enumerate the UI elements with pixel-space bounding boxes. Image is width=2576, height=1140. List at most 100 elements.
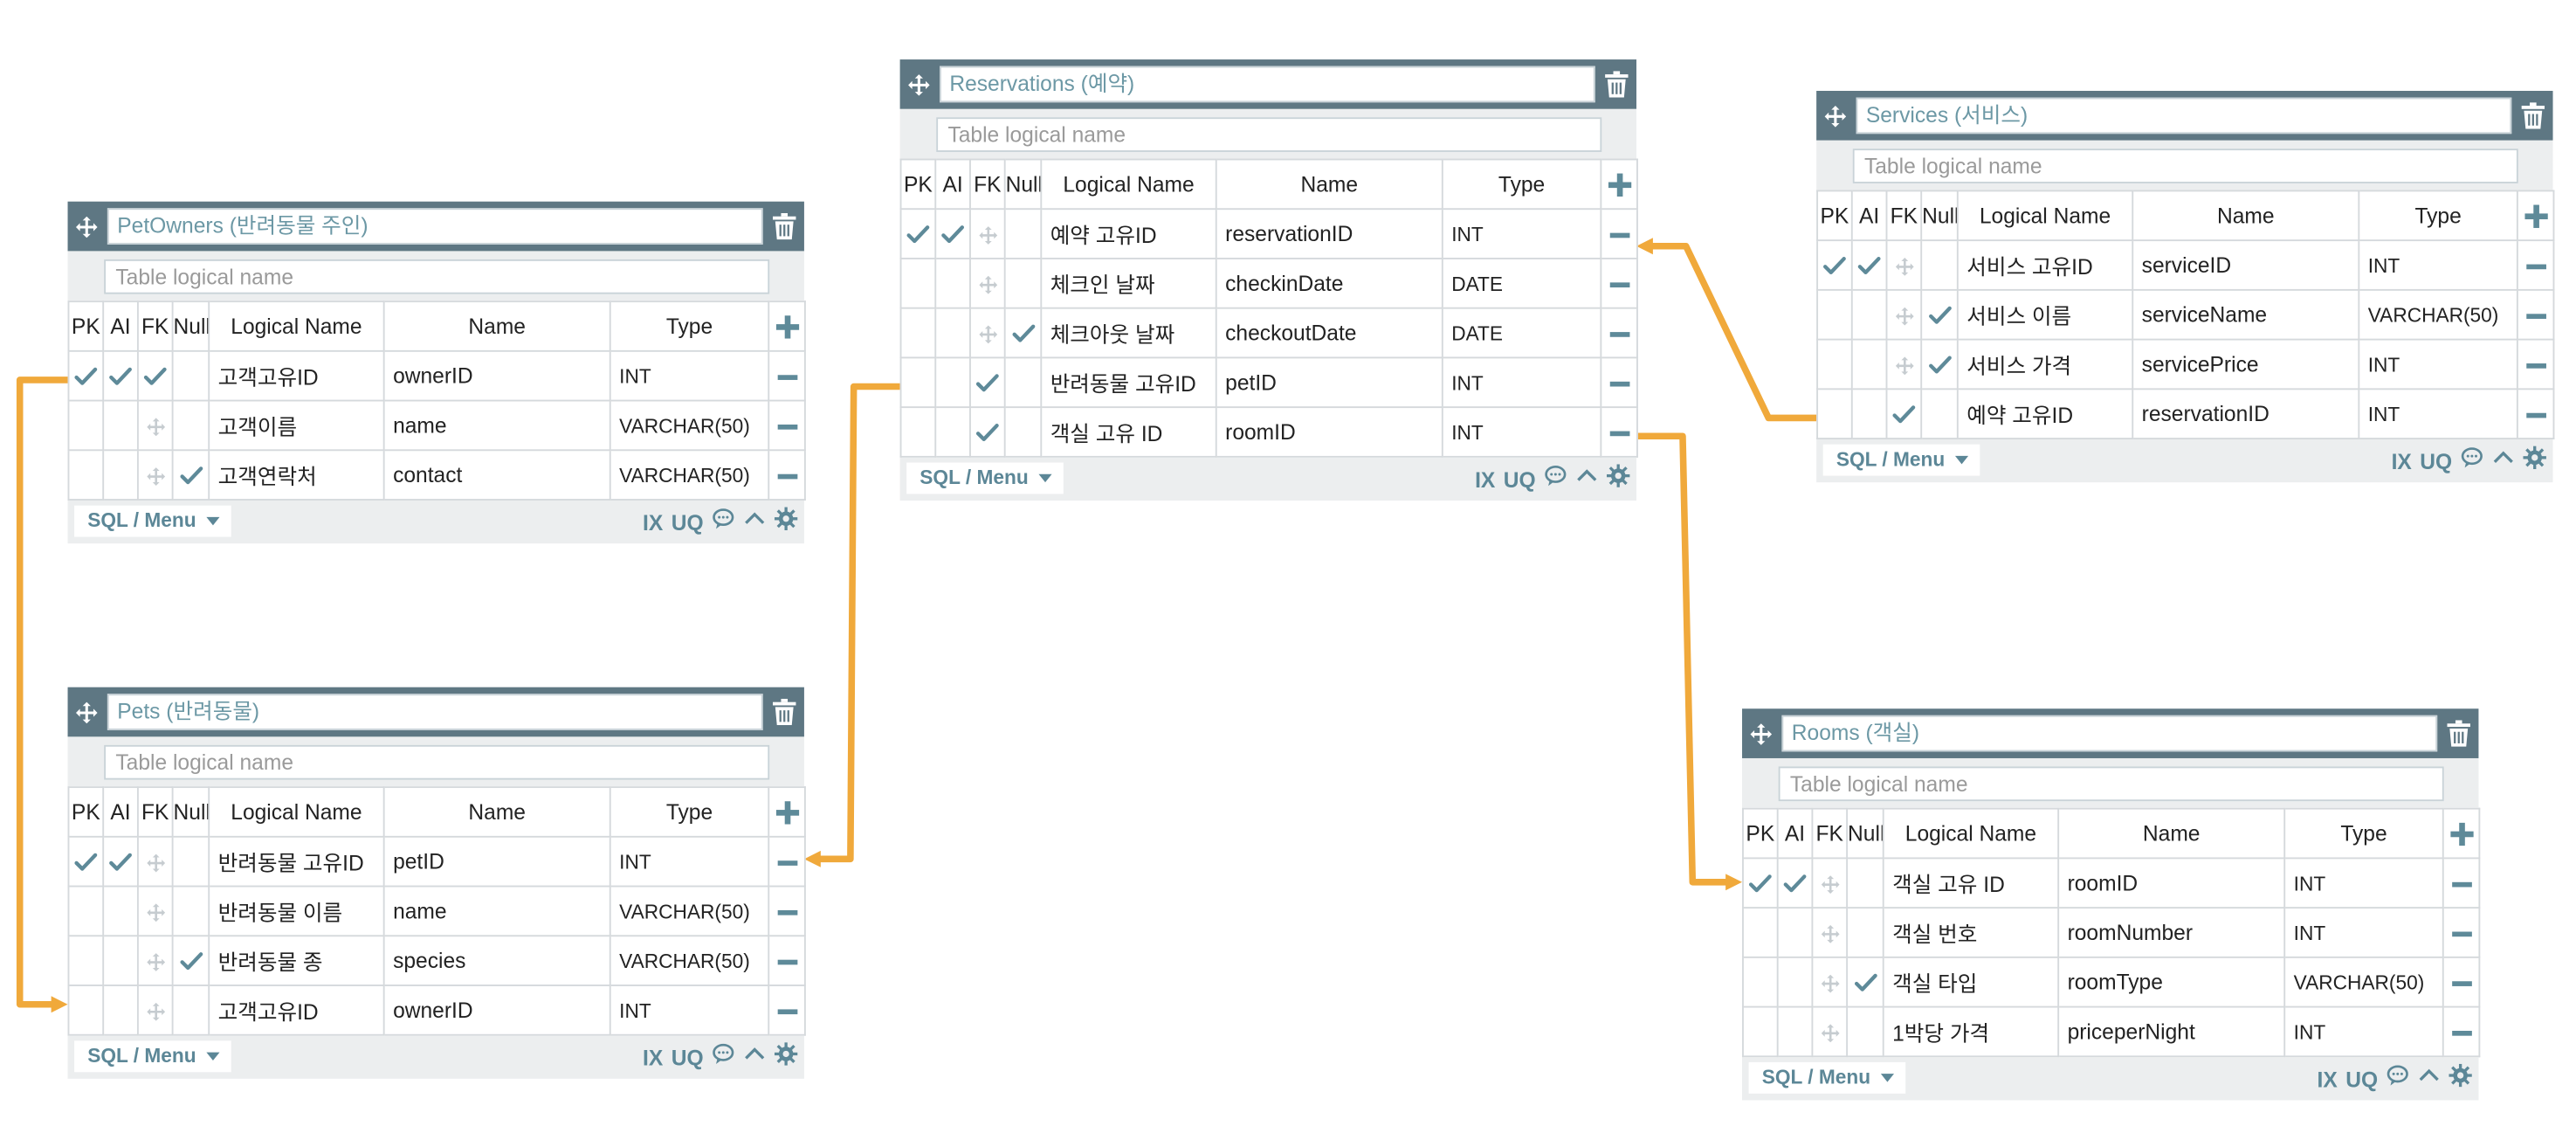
null-checkbox[interactable] [1003, 208, 1043, 259]
comment-icon[interactable] [1544, 463, 1567, 494]
ai-checkbox[interactable] [1850, 338, 1888, 390]
fk-check-icon[interactable] [969, 406, 1006, 458]
pk-checkbox[interactable] [67, 985, 105, 1036]
table-logical-name-input[interactable]: Table logical name [104, 259, 770, 294]
column-logical-name[interactable]: 체크아웃 날짜 [1040, 307, 1217, 359]
column-logical-name[interactable]: 반려동물 고유ID [1040, 356, 1217, 409]
index-button[interactable]: IX [2391, 448, 2412, 473]
collapse-chevron-up-icon[interactable] [2417, 1063, 2440, 1095]
pk-checkbox[interactable] [1742, 857, 1779, 909]
ai-checkbox[interactable] [102, 885, 139, 937]
column-name[interactable]: serviceName [2132, 288, 2360, 341]
fk-check-icon[interactable] [136, 349, 174, 402]
null-checkbox[interactable] [1920, 388, 1959, 440]
ai-checkbox[interactable] [934, 406, 971, 458]
pk-checkbox[interactable] [1742, 907, 1779, 958]
remove-column-minus-icon[interactable] [2442, 956, 2481, 1008]
ai-checkbox[interactable] [934, 356, 971, 409]
pk-checkbox[interactable] [1816, 338, 1853, 390]
remove-column-minus-icon[interactable] [768, 349, 806, 402]
column-type[interactable]: DATE [1441, 257, 1602, 309]
pk-checkbox[interactable] [1742, 956, 1779, 1008]
remove-column-minus-icon[interactable] [768, 399, 806, 452]
table-logical-name-input[interactable]: Table logical name [936, 117, 1602, 152]
fk-grip-icon[interactable] [1885, 288, 1923, 341]
remove-column-minus-icon[interactable] [1600, 307, 1638, 359]
column-type[interactable]: VARCHAR(50) [2358, 288, 2518, 341]
gear-icon[interactable] [774, 1041, 798, 1073]
column-logical-name[interactable]: 고객고유ID [208, 349, 385, 402]
table-logical-name-input[interactable]: Table logical name [1852, 149, 2518, 183]
column-name[interactable]: roomID [2057, 857, 2286, 909]
fk-grip-icon[interactable] [136, 835, 174, 888]
unique-button[interactable]: UQ [671, 509, 704, 535]
table-name-input[interactable]: Reservations (예약) [939, 66, 1595, 103]
move-icon[interactable] [1742, 708, 1779, 758]
column-type[interactable]: INT [2358, 239, 2518, 291]
collapse-chevron-up-icon[interactable] [2492, 446, 2515, 477]
remove-column-minus-icon[interactable] [2516, 288, 2555, 341]
null-checkbox[interactable] [171, 985, 210, 1036]
null-checkbox[interactable] [1920, 239, 1959, 291]
column-type[interactable]: INT [1441, 208, 1602, 259]
column-type[interactable]: INT [2358, 388, 2518, 440]
null-checkbox[interactable] [171, 835, 210, 888]
column-logical-name[interactable]: 반려동물 이름 [208, 885, 385, 937]
fk-grip-icon[interactable] [1885, 239, 1923, 291]
column-name[interactable]: priceperNight [2057, 1005, 2286, 1058]
null-checkbox[interactable] [1003, 257, 1043, 309]
sql-menu-button[interactable]: SQL / Menu [1822, 444, 1980, 476]
column-name[interactable]: petID [382, 835, 611, 888]
column-type[interactable]: VARCHAR(50) [2283, 956, 2444, 1008]
sql-menu-button[interactable]: SQL / Menu [906, 462, 1064, 494]
unique-button[interactable]: UQ [2420, 448, 2453, 473]
null-checkbox[interactable] [1846, 1005, 1884, 1058]
table-name-input[interactable]: Pets (반려동물) [107, 694, 763, 730]
remove-column-minus-icon[interactable] [2516, 239, 2555, 291]
null-checkbox[interactable] [171, 885, 210, 937]
null-checkbox[interactable] [1846, 907, 1884, 958]
column-type[interactable]: INT [2283, 1005, 2444, 1058]
null-checkbox[interactable] [1003, 307, 1043, 359]
comment-icon[interactable] [2387, 1063, 2409, 1095]
fk-grip-icon[interactable] [969, 257, 1006, 309]
null-checkbox[interactable] [171, 399, 210, 452]
ai-checkbox[interactable] [1850, 239, 1888, 291]
pk-checkbox[interactable] [67, 449, 105, 501]
move-icon[interactable] [68, 202, 105, 252]
ai-checkbox[interactable] [102, 835, 139, 888]
column-logical-name[interactable]: 반려동물 고유ID [208, 835, 385, 888]
pk-checkbox[interactable] [67, 399, 105, 452]
pk-checkbox[interactable] [67, 885, 105, 937]
column-type[interactable]: DATE [1441, 307, 1602, 359]
column-logical-name[interactable]: 예약 고유ID [1040, 208, 1217, 259]
table-logical-name-input[interactable]: Table logical name [1778, 766, 2444, 802]
ai-checkbox[interactable] [1776, 1005, 1814, 1058]
column-name[interactable]: name [382, 399, 611, 452]
sql-menu-button[interactable]: SQL / Menu [74, 505, 231, 537]
fk-grip-icon[interactable] [1811, 956, 1849, 1008]
column-name[interactable]: petID [1215, 356, 1443, 409]
column-name[interactable]: serviceID [2132, 239, 2360, 291]
column-type[interactable]: VARCHAR(50) [609, 935, 770, 986]
column-name[interactable]: name [382, 885, 611, 937]
pk-checkbox[interactable] [67, 935, 105, 986]
column-name[interactable]: checkinDate [1215, 257, 1443, 309]
column-logical-name[interactable]: 객실 고유 ID [1882, 857, 2060, 909]
column-name[interactable]: contact [382, 449, 611, 501]
fk-grip-icon[interactable] [969, 307, 1006, 359]
pk-checkbox[interactable] [67, 835, 105, 888]
collapse-chevron-up-icon[interactable] [743, 1041, 766, 1073]
move-icon[interactable] [1816, 91, 1853, 141]
pk-checkbox[interactable] [1742, 1005, 1779, 1058]
remove-column-minus-icon[interactable] [768, 835, 806, 888]
add-column-plus-icon[interactable] [2442, 807, 2481, 860]
fk-grip-icon[interactable] [136, 935, 174, 986]
add-column-plus-icon[interactable] [2516, 190, 2555, 242]
column-logical-name[interactable]: 예약 고유ID [1956, 388, 2134, 440]
table-logical-name-input[interactable]: Table logical name [104, 744, 770, 780]
collapse-chevron-up-icon[interactable] [743, 507, 766, 538]
column-logical-name[interactable]: 고객고유ID [208, 985, 385, 1036]
column-name[interactable]: reservationID [2132, 388, 2360, 440]
null-checkbox[interactable] [1003, 406, 1043, 458]
